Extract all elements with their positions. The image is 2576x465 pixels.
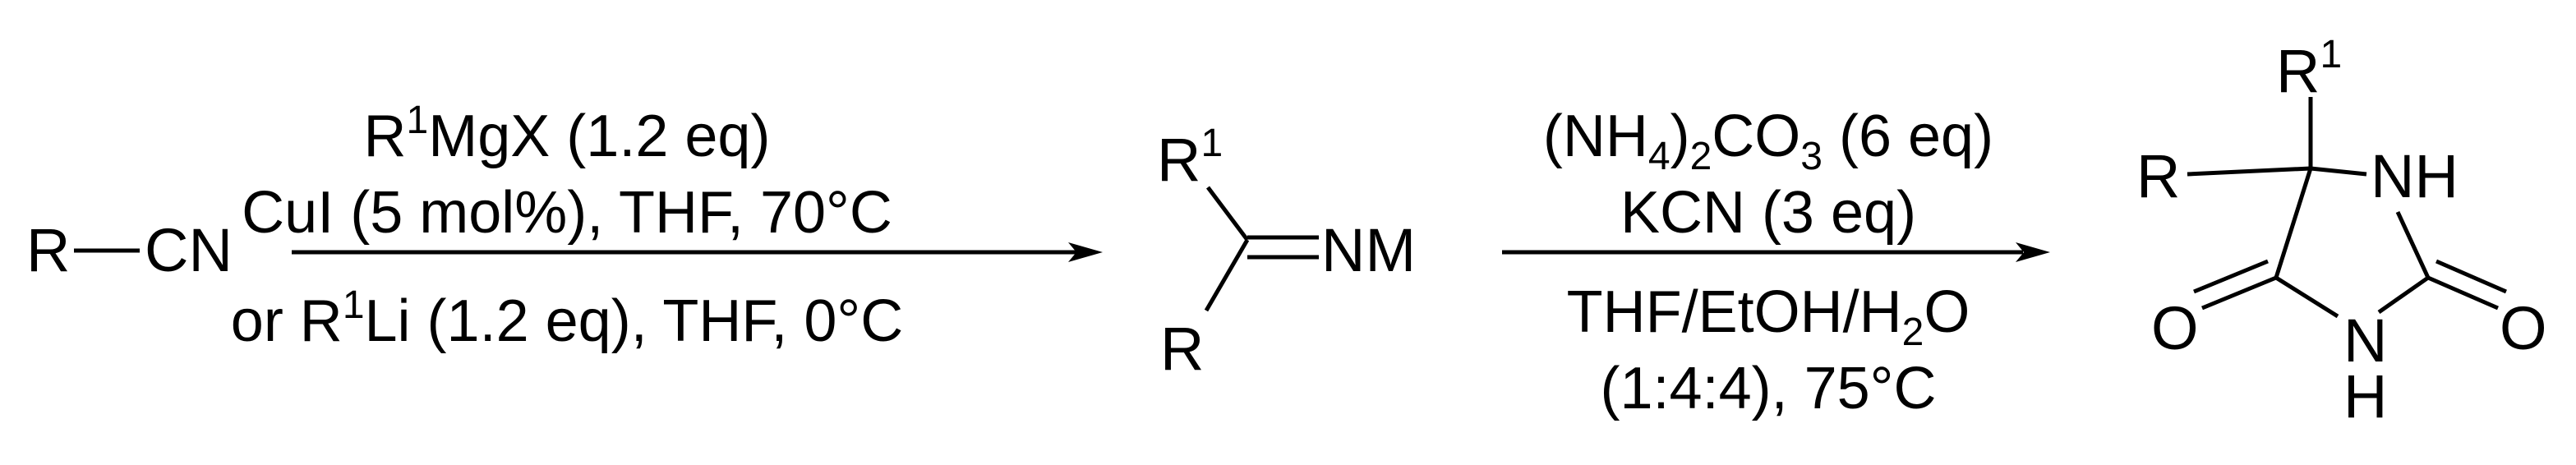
step2-reagent-line1: (NH4)2CO3 (6 eq) — [1543, 104, 1993, 178]
sm-r-label: R — [26, 216, 70, 284]
step1-reagent-line3: or R1Li (1.2 eq), THF, 0°C — [231, 283, 903, 354]
step1: R1MgX (1.2 eq) CuI (5 mol%), THF, 70°C o… — [231, 99, 1103, 354]
prod-bond-r — [2187, 166, 2311, 177]
int-r1-label: R1 — [1157, 122, 1223, 194]
prod-ring-bond-c-nh — [2310, 166, 2367, 177]
step2-reagent-line4: (1:4:4), 75°C — [1601, 356, 1937, 421]
prod-n-label: N — [2343, 306, 2387, 375]
prod-carbonyl-left-b — [2193, 259, 2269, 294]
step2-reagent-line2: KCN (3 eq) — [1620, 180, 1916, 246]
step2: (NH4)2CO3 (6 eq) KCN (3 eq) THF/EtOH/H2O… — [1502, 104, 2050, 421]
int-bond-r1 — [1206, 186, 1249, 242]
step2-arrow-head — [2016, 242, 2050, 262]
prod-ring-bond-n-c — [2274, 275, 2339, 319]
imine-intermediate: R1 R NM — [1157, 122, 1416, 383]
step1-arrow-head — [1068, 242, 1103, 262]
step1-reagent-line2: CuI (5 mol%), THF, 70°C — [242, 180, 892, 246]
prod-carbonyl-right-a — [2427, 275, 2499, 311]
prod-h-label: H — [2343, 362, 2387, 430]
sm-cn-label: CN — [145, 216, 233, 284]
hydantoin-product: R1 R NH N H O O — [2136, 33, 2547, 430]
step1-reagent-line1: R1MgX (1.2 eq) — [364, 99, 771, 169]
step2-reagent-line3: THF/EtOH/H2O — [1567, 279, 1970, 354]
prod-ring-bond-c-c — [2274, 168, 2313, 279]
prod-r1-label: R1 — [2276, 33, 2342, 105]
prod-carbonyl-left-a — [2201, 275, 2277, 311]
int-r-label: R — [1160, 315, 1204, 383]
prod-carbonyl-right-b — [2435, 259, 2507, 294]
prod-ring-bond-nh-c — [2395, 210, 2431, 279]
prod-nh-label: NH — [2371, 142, 2458, 210]
prod-o-right-label: O — [2500, 294, 2547, 362]
prod-r-label: R — [2136, 142, 2180, 210]
int-nm-label: NM — [1321, 216, 1416, 284]
prod-ring-bond-c-n — [2377, 275, 2430, 315]
prod-o-left-label: O — [2151, 294, 2199, 362]
starting-material: R CN — [26, 216, 233, 284]
int-bond-r — [1204, 238, 1250, 312]
